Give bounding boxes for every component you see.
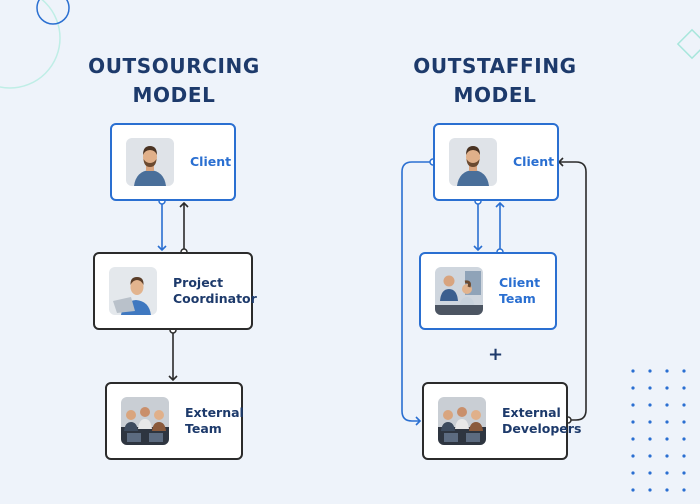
outstaffing-heading-line1: OUTSTAFFING — [413, 54, 577, 78]
external-team-photo — [121, 397, 169, 445]
external-team-label-line1: External — [185, 405, 244, 420]
arrow-coordinator-to-client — [179, 201, 189, 256]
client-team-box: Client Team — [419, 252, 557, 330]
arrow-client-to-client-team — [473, 197, 483, 252]
external-developers-box: External Developers — [422, 382, 581, 460]
arrow-client-team-to-client — [495, 201, 505, 256]
external-team-box: External Team — [105, 382, 244, 460]
client-team-label: Client Team — [499, 275, 540, 307]
client-photo — [126, 138, 174, 186]
deco-diamond — [676, 28, 700, 60]
outsourcing-client-box: Client — [110, 123, 236, 201]
outsourcing-heading-line1: OUTSOURCING — [88, 54, 260, 78]
project-coordinator-box: Project Coordinator — [93, 252, 257, 330]
client-team-photo — [435, 267, 483, 315]
coordinator-photo — [109, 267, 157, 315]
arrow-coordinator-to-external-team — [168, 326, 178, 382]
deco-ring-large — [0, 0, 61, 89]
external-developers-label-line1: External — [502, 405, 561, 420]
client-photo — [449, 138, 497, 186]
client-team-label-line1: Client — [499, 275, 541, 290]
client-team-label-line2: Team — [499, 291, 536, 306]
outsourcing-heading-line2: MODEL — [132, 83, 216, 107]
coordinator-label-line1: Project — [173, 275, 224, 290]
outstaffing-client-label: Client — [513, 154, 555, 169]
coordinator-label: Project Coordinator — [173, 275, 257, 307]
external-team-label: External Team — [185, 405, 244, 437]
external-team-label-line2: Team — [185, 421, 222, 436]
coordinator-label-line2: Coordinator — [173, 291, 257, 306]
external-developers-label: External Developers — [502, 405, 581, 437]
outsourcing-heading: OUTSOURCING MODEL — [54, 52, 294, 110]
external-developers-label-line2: Developers — [502, 421, 582, 436]
outstaffing-client-box: Client — [433, 123, 559, 201]
plus-sign: + — [488, 344, 504, 365]
outstaffing-heading: OUTSTAFFING MODEL — [375, 52, 615, 110]
outsourcing-client-label: Client — [190, 154, 232, 169]
outstaffing-heading-line2: MODEL — [453, 83, 537, 107]
external-developers-photo — [438, 397, 486, 445]
deco-dot-grid — [631, 369, 686, 492]
arrow-client-to-coordinator — [157, 197, 167, 252]
deco-ring-small — [36, 0, 70, 25]
